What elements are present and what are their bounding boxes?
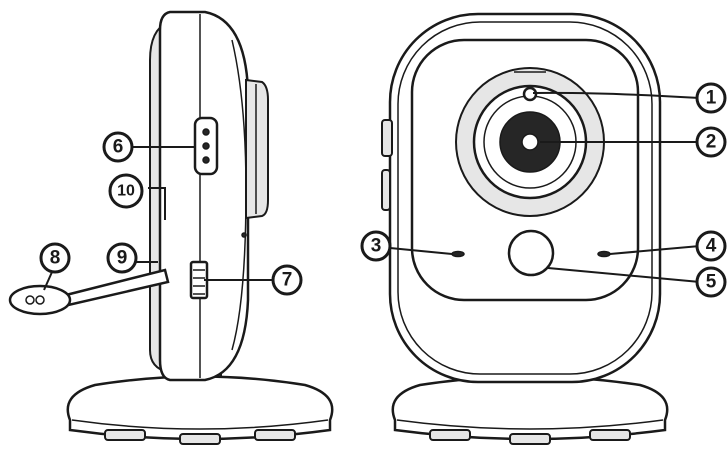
light-sensor [522, 86, 538, 102]
callout-7: 7 [271, 264, 303, 296]
callout-7-label: 7 [282, 270, 293, 291]
side-lens-housing [245, 78, 269, 220]
callout-3-label: 3 [371, 236, 382, 257]
callout-2: 2 [695, 126, 727, 158]
callout-6-label: 6 [113, 137, 124, 158]
lens-assembly [455, 67, 605, 217]
callout-3: 3 [360, 230, 392, 262]
callout-6: 6 [102, 131, 134, 163]
callout-9-label: 9 [117, 248, 128, 269]
callout-8: 8 [39, 242, 71, 274]
front-sensor-button [507, 229, 555, 277]
callout-5: 5 [695, 266, 727, 298]
side-base [66, 345, 334, 445]
antenna [8, 268, 170, 316]
callout-1: 1 [695, 82, 727, 114]
camera-side-view [8, 10, 334, 445]
callout-4-label: 4 [706, 236, 717, 257]
callout-2-label: 2 [706, 132, 717, 153]
callout-10-label: 10 [117, 183, 135, 200]
left-sensor-hole [451, 250, 465, 258]
callout-4: 4 [695, 230, 727, 262]
callout-5-label: 5 [706, 272, 717, 293]
callout-1-label: 1 [706, 88, 717, 109]
callout-10: 10 [108, 173, 144, 209]
camera-front-view [381, 12, 669, 445]
right-sensor-hole [597, 250, 611, 258]
callout-9: 9 [106, 242, 138, 274]
side-body [158, 10, 250, 382]
callout-8-label: 8 [50, 248, 61, 269]
